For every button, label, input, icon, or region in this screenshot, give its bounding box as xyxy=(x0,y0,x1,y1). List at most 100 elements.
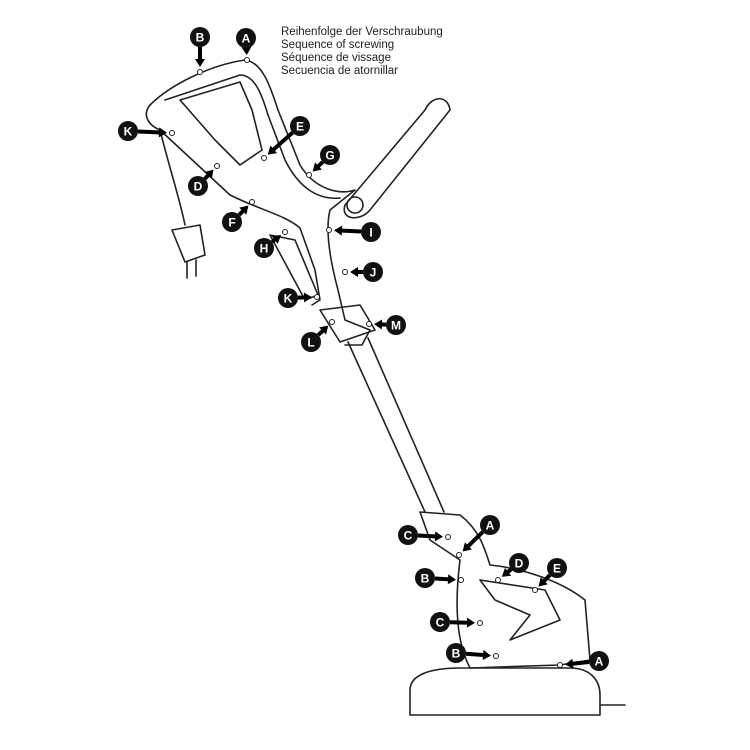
arrowhead-icon xyxy=(303,292,313,303)
arrowhead-icon xyxy=(239,205,249,215)
arrowhead-icon xyxy=(482,650,492,661)
callout-b: B xyxy=(415,568,464,588)
screw-point xyxy=(458,577,464,583)
screw-point xyxy=(493,653,499,659)
arrow-icon xyxy=(465,651,486,658)
callout-l: L xyxy=(301,319,335,352)
arrow-icon xyxy=(570,660,590,666)
callout-badge xyxy=(188,176,208,196)
callout-letter: A xyxy=(242,32,251,46)
arrowhead-icon xyxy=(434,531,444,542)
callout-badge xyxy=(290,116,310,136)
callout-letter: C xyxy=(404,529,413,543)
legend-de: Reihenfolge der Verschraubung xyxy=(281,26,443,38)
arrow-icon xyxy=(417,533,438,539)
callout-badge xyxy=(222,212,242,232)
callout-d: D xyxy=(495,553,529,583)
callout-e: E xyxy=(532,558,567,593)
screw-point xyxy=(314,294,320,300)
screw-point xyxy=(326,227,332,233)
callout-f: F xyxy=(222,199,255,232)
screw-point xyxy=(366,321,372,327)
arrowhead-icon xyxy=(564,658,574,669)
callout-badge xyxy=(320,145,340,165)
callout-badge xyxy=(386,315,406,335)
callout-badge xyxy=(446,643,466,663)
callout-letter: F xyxy=(228,216,235,230)
arrowhead-icon xyxy=(312,162,322,172)
arrowhead-icon xyxy=(501,567,512,577)
arrowhead-icon xyxy=(204,169,214,179)
callout-badge xyxy=(363,262,383,282)
callout-i: I xyxy=(326,222,381,242)
callout-c: C xyxy=(430,612,483,632)
callout-badge xyxy=(509,553,529,573)
callout-badge xyxy=(589,651,609,671)
screw-point xyxy=(477,620,483,626)
callout-b: B xyxy=(190,27,210,75)
screw-point xyxy=(532,587,538,593)
callout-letter: B xyxy=(421,572,430,586)
trimmer-outline xyxy=(145,59,626,716)
callout-letter: H xyxy=(260,242,269,256)
arrowhead-icon xyxy=(538,577,548,587)
arrow-icon xyxy=(339,228,362,234)
callout-badge xyxy=(301,332,321,352)
callout-letter: B xyxy=(196,31,205,45)
callout-letter: D xyxy=(515,557,524,571)
callout-letter: C xyxy=(436,616,445,630)
callout-badge xyxy=(361,222,381,242)
callout-letter: A xyxy=(486,519,495,533)
screw-point xyxy=(495,577,501,583)
callout-d: D xyxy=(188,163,220,196)
callout-badge xyxy=(236,28,256,48)
screw-point xyxy=(197,69,203,75)
callout-letter: I xyxy=(369,226,372,240)
arrowhead-icon xyxy=(241,46,252,56)
callout-b: B xyxy=(446,643,499,663)
callout-letter: B xyxy=(452,647,461,661)
screw-point xyxy=(306,172,312,178)
callout-letter: K xyxy=(124,125,133,139)
callout-letter: L xyxy=(307,336,314,350)
arrowhead-icon xyxy=(195,59,205,67)
arrowhead-icon xyxy=(333,225,343,236)
callout-e: E xyxy=(261,116,310,161)
callout-letter: M xyxy=(391,319,401,333)
callout-letter: A xyxy=(595,655,604,669)
screw-point xyxy=(342,269,348,275)
callout-badge xyxy=(118,121,138,141)
legend-es: Secuencia de atornillar xyxy=(281,65,398,77)
screw-point xyxy=(329,319,335,325)
arrowhead-icon xyxy=(462,542,472,552)
screw-point xyxy=(249,199,255,205)
callout-a: A xyxy=(557,651,609,671)
callout-badge xyxy=(254,238,274,258)
callout-letter: E xyxy=(553,562,561,576)
screw-point xyxy=(557,662,563,668)
callout-c: C xyxy=(398,525,451,545)
callout-letter: K xyxy=(284,292,293,306)
legend-fr: Séquence de vissage xyxy=(281,52,391,64)
legend: Reihenfolge der Verschraubung Sequence o… xyxy=(281,26,443,78)
callout-a: A xyxy=(456,515,500,558)
callout-badge xyxy=(430,612,450,632)
arrow-icon xyxy=(465,530,485,549)
callout-badge xyxy=(190,27,210,47)
screw-point xyxy=(169,130,175,136)
arrowhead-icon xyxy=(158,127,168,138)
callout-a: A xyxy=(236,28,256,63)
callout-letter: G xyxy=(325,149,334,163)
callout-badge xyxy=(398,525,418,545)
callout-h: H xyxy=(254,229,288,258)
callout-letter: D xyxy=(194,180,203,194)
callout-j: J xyxy=(342,262,383,282)
arrowhead-icon xyxy=(373,319,383,330)
callout-k: K xyxy=(278,288,320,308)
arrow-icon xyxy=(434,576,451,582)
screw-point xyxy=(244,57,250,63)
arrowhead-icon xyxy=(350,267,358,277)
callout-letter: J xyxy=(370,266,377,280)
screw-point xyxy=(445,534,451,540)
